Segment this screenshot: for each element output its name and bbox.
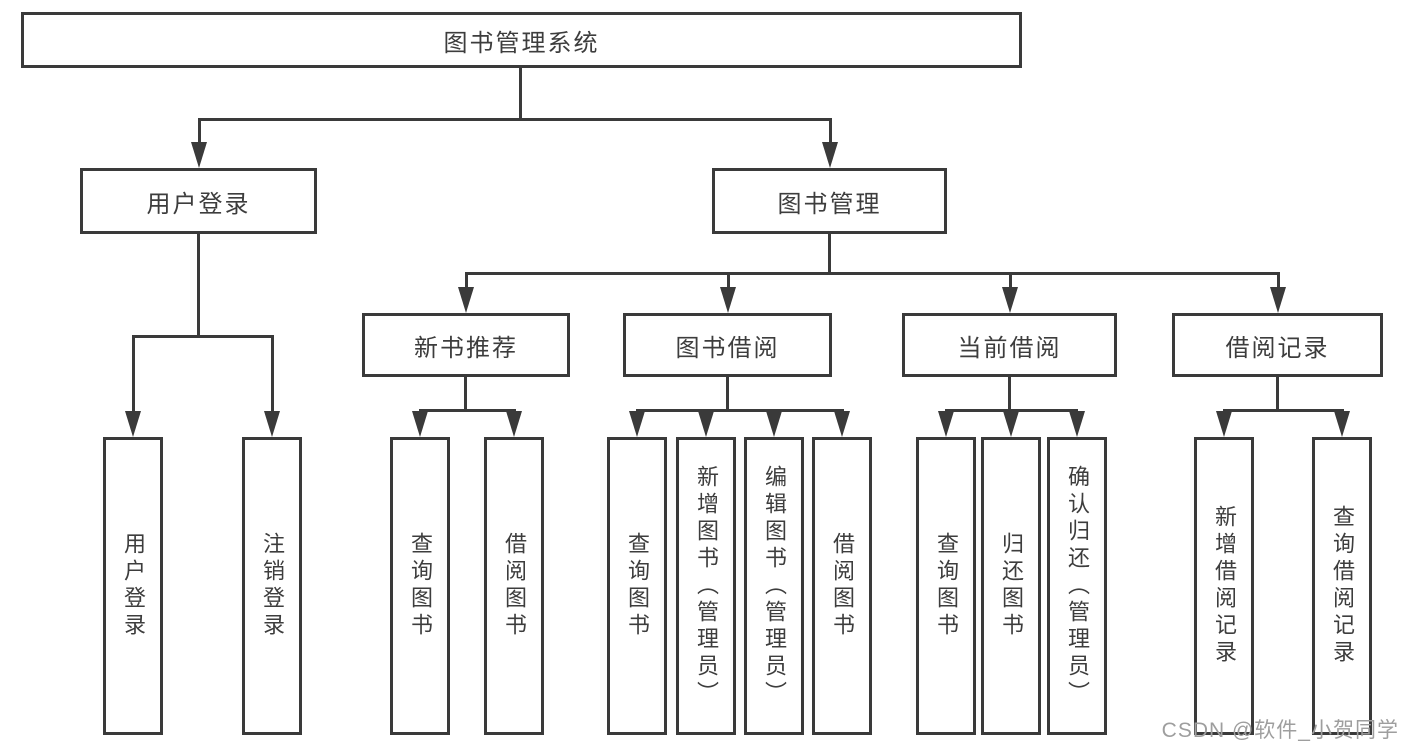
leaf-newbook-borrow-label: 借阅图书 <box>502 532 527 640</box>
arrow-down-icon <box>412 411 428 437</box>
leaf-logout: 注销登录 <box>242 437 302 735</box>
leaf-current-confirm-admin: 确认归还（管理员） <box>1047 437 1107 735</box>
node-borrow-record: 借阅记录 <box>1172 313 1383 377</box>
leaf-borrow-edit-admin: 编辑图书（管理员） <box>744 437 804 735</box>
connector-newbook-bar <box>419 409 516 412</box>
leaf-borrow-query: 查询图书 <box>607 437 667 735</box>
arrow-down-icon <box>720 287 736 313</box>
leaf-record-add-label: 新增借阅记录 <box>1212 505 1237 667</box>
leaf-borrow-book-label: 借阅图书 <box>830 532 855 640</box>
arrow-down-icon <box>1270 287 1286 313</box>
arrow-down-icon <box>125 411 141 437</box>
arrow-down-icon <box>938 411 954 437</box>
leaf-newbook-query-label: 查询图书 <box>408 532 433 640</box>
connector-bookmgmt-drop-3 <box>1009 272 1012 289</box>
node-book-management: 图书管理 <box>712 168 947 234</box>
arrow-down-icon <box>506 411 522 437</box>
arrow-down-icon <box>1002 287 1018 313</box>
arrow-down-icon <box>264 411 280 437</box>
leaf-logout-label: 注销登录 <box>260 532 285 640</box>
leaf-borrow-add-admin-label: 新增图书（管理员） <box>694 464 719 708</box>
csdn-watermark: CSDN @软件_小贺同学 <box>1161 719 1399 742</box>
connector-bookborrow-stem <box>726 377 729 411</box>
arrow-down-icon <box>629 411 645 437</box>
node-book-borrow: 图书借阅 <box>623 313 832 377</box>
connector-root-drop-right <box>829 118 832 146</box>
arrow-down-icon <box>698 411 714 437</box>
connector-borrowrecord-stem <box>1276 377 1279 411</box>
node-book-borrow-label: 图书借阅 <box>675 334 780 362</box>
leaf-current-return-label: 归还图书 <box>999 532 1024 640</box>
connector-bookmgmt-stem <box>828 234 831 275</box>
connector-bookmgmt-bar <box>465 272 1280 275</box>
node-root-library-system: 图书管理系统 <box>21 12 1022 68</box>
node-borrow-record-label: 借阅记录 <box>1225 334 1330 362</box>
node-current-borrow: 当前借阅 <box>902 313 1117 377</box>
leaf-newbook-borrow: 借阅图书 <box>484 437 544 735</box>
leaf-borrow-book: 借阅图书 <box>812 437 872 735</box>
arrow-down-icon <box>1334 411 1350 437</box>
connector-root-stem <box>519 68 522 120</box>
node-user-login: 用户登录 <box>80 168 317 234</box>
leaf-record-query-label: 查询借阅记录 <box>1330 505 1355 667</box>
connector-bookmgmt-drop-4 <box>1277 272 1280 289</box>
connector-root-bar <box>198 118 832 121</box>
leaf-record-add: 新增借阅记录 <box>1194 437 1254 735</box>
node-book-management-label: 图书管理 <box>777 190 882 218</box>
leaf-user-login-label: 用户登录 <box>121 532 146 640</box>
node-root-label: 图书管理系统 <box>443 29 600 57</box>
leaf-borrow-edit-admin-label: 编辑图书（管理员） <box>762 464 787 708</box>
node-current-borrow-label: 当前借阅 <box>957 334 1062 362</box>
connector-userlogin-drop-2 <box>271 335 274 413</box>
connector-root-drop-left <box>198 118 201 146</box>
connector-bookmgmt-drop-1 <box>465 272 468 289</box>
node-new-book-recommend-label: 新书推荐 <box>414 334 518 362</box>
arrow-down-icon <box>191 142 207 168</box>
leaf-current-return: 归还图书 <box>981 437 1041 735</box>
connector-currentborrow-stem <box>1008 377 1011 411</box>
connector-bookmgmt-drop-2 <box>727 272 730 289</box>
arrow-down-icon <box>458 287 474 313</box>
connector-bookborrow-bar <box>636 409 844 412</box>
connector-userlogin-drop-1 <box>132 335 135 413</box>
arrow-down-icon <box>1003 411 1019 437</box>
leaf-newbook-query: 查询图书 <box>390 437 450 735</box>
leaf-current-query: 查询图书 <box>916 437 976 735</box>
connector-userlogin-bar <box>132 335 274 338</box>
arrow-down-icon <box>1216 411 1232 437</box>
leaf-current-query-label: 查询图书 <box>934 532 959 640</box>
connector-userlogin-stem <box>197 234 200 337</box>
connector-borrowrecord-bar <box>1223 409 1344 412</box>
arrow-down-icon <box>822 142 838 168</box>
leaf-user-login: 用户登录 <box>103 437 163 735</box>
leaf-borrow-query-label: 查询图书 <box>625 532 650 640</box>
leaf-current-confirm-admin-label: 确认归还（管理员） <box>1065 464 1090 708</box>
leaf-borrow-add-admin: 新增图书（管理员） <box>676 437 736 735</box>
arrow-down-icon <box>766 411 782 437</box>
arrow-down-icon <box>1069 411 1085 437</box>
node-new-book-recommend: 新书推荐 <box>362 313 570 377</box>
arrow-down-icon <box>834 411 850 437</box>
connector-currentborrow-bar <box>945 409 1078 412</box>
leaf-record-query: 查询借阅记录 <box>1312 437 1372 735</box>
connector-newbook-stem <box>464 377 467 411</box>
node-user-login-label: 用户登录 <box>146 190 251 218</box>
